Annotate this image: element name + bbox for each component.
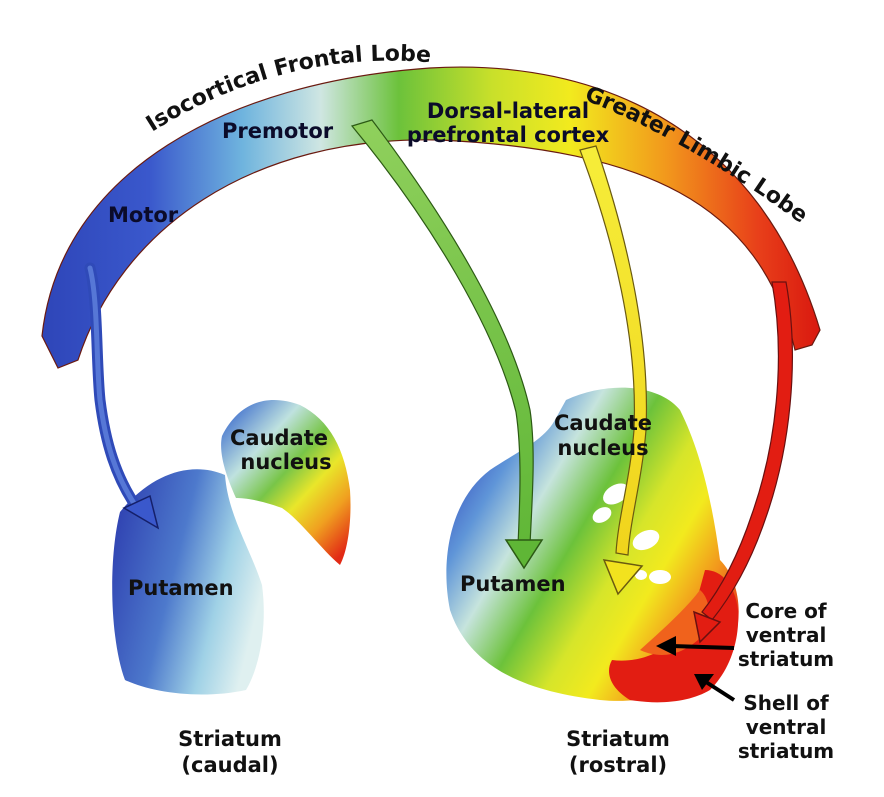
shell-label-line2: ventral — [746, 715, 827, 739]
rostral-caudate-label-line2: nucleus — [557, 436, 648, 460]
dlpfc-label-line2: prefrontal cortex — [407, 123, 610, 147]
core-label-line1: Core of — [745, 599, 827, 623]
dlpfc-label-line1: Dorsal-lateral — [427, 99, 589, 123]
internal-capsule-patch — [635, 570, 647, 580]
caudal-striatum-title: Striatum (caudal) — [150, 726, 310, 778]
core-label-line2: ventral — [746, 623, 827, 647]
motor-label: Motor — [108, 203, 179, 227]
caudal-putamen-label: Putamen — [128, 576, 234, 600]
rostral-title-line1: Striatum — [566, 727, 670, 751]
limbic-arrowhead — [692, 610, 722, 644]
rostral-caudate-label-line1: Caudate — [554, 411, 652, 435]
core-pointer-line — [671, 644, 735, 650]
caudal-caudate-label-line2: nucleus — [240, 450, 331, 474]
motor-arrowhead — [122, 494, 160, 530]
internal-capsule-patch — [632, 529, 660, 551]
shell-pointer-arrowhead — [694, 674, 714, 690]
dlpfc-projection-arrow — [579, 145, 648, 556]
shell-pointer-line — [704, 680, 736, 702]
dlpfc-arrowhead — [602, 559, 644, 596]
rostral-putamen-label: Putamen — [460, 572, 566, 596]
core-label-line3: striatum — [738, 647, 834, 671]
motor-projection-arrow-inner — [87, 265, 143, 515]
internal-capsule-patch — [603, 483, 629, 505]
caudal-putamen-shape — [112, 469, 264, 695]
premotor-label: Premotor — [222, 119, 334, 143]
ventral-striatum-core — [640, 590, 709, 655]
shell-label-line1: Shell of — [743, 691, 829, 715]
shell-label-line3: striatum — [738, 739, 834, 763]
caudal-caudate-label-line1: Caudate — [230, 426, 328, 450]
internal-capsule-patch — [592, 507, 612, 523]
premotor-arrowhead — [504, 539, 544, 570]
rostral-striatum-title: Striatum (rostral) — [538, 726, 698, 778]
internal-capsule-patch — [649, 570, 671, 584]
caudal-title-line1: Striatum — [178, 727, 282, 751]
core-pointer-arrowhead — [656, 636, 676, 656]
rostral-title-line2: (rostral) — [568, 753, 668, 777]
caudal-title-line2: (caudal) — [181, 753, 279, 777]
cortex-arc — [41, 66, 821, 369]
caudal-caudate-shape — [221, 400, 351, 565]
